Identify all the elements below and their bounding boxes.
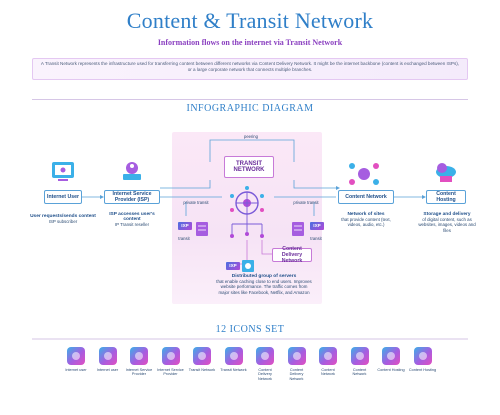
user-monitor-icon bbox=[52, 162, 74, 181]
icon-set-item: Content Network bbox=[314, 347, 342, 377]
network-hub-icon bbox=[230, 186, 264, 215]
right-server-icon bbox=[292, 222, 304, 236]
icon-set-item: Content Delivery Network bbox=[283, 347, 311, 381]
icon-set-item: Transit Network bbox=[220, 347, 248, 372]
icon-set-label: Internet user bbox=[96, 368, 119, 372]
content-hosting-node: Content Hosting bbox=[426, 190, 466, 204]
icons-section-title: 12 ICONS SET bbox=[215, 324, 285, 335]
icon-set-item: Internet user bbox=[62, 347, 90, 372]
private-transit-right-label: private transit bbox=[293, 200, 319, 205]
transit-left-label: transit bbox=[178, 236, 190, 241]
internet-user-caption-bold: User requests/sends content bbox=[30, 214, 96, 219]
icon-set-item: Internet Service Provider bbox=[157, 347, 185, 377]
page-title: Content & Transit Network bbox=[126, 8, 374, 33]
divider bbox=[32, 99, 468, 100]
private-transit-left-label: private transit bbox=[183, 200, 209, 205]
content-hosting-label: Content Hosting bbox=[436, 191, 456, 203]
network-icon bbox=[193, 347, 211, 365]
cdn-caption-text: that enable caching close to end users. … bbox=[216, 279, 312, 295]
globe-icon bbox=[224, 347, 243, 365]
icon-set-item: Content Delivery Network bbox=[251, 347, 279, 381]
cloud-icon bbox=[382, 347, 400, 365]
cdn-caption: Distributed group of servers that enable… bbox=[216, 274, 312, 295]
cdn-icon bbox=[256, 347, 274, 365]
content-network-caption-text: that provide content (text, videos, audi… bbox=[341, 217, 391, 228]
icon-set-item: Internet Service Provider bbox=[125, 347, 153, 377]
media-icon bbox=[350, 347, 369, 365]
icon-set-item: Transit Network bbox=[188, 347, 216, 372]
ixp-badge-left: IXP bbox=[178, 222, 192, 230]
content-hosting-caption: Storage and delivery of digital content,… bbox=[416, 212, 478, 233]
cdn-caption-bold: Distributed group of servers bbox=[231, 274, 297, 279]
hosting-icon bbox=[413, 347, 432, 365]
internet-user-label: Internet User bbox=[47, 194, 79, 200]
cdn-label: Content Delivery Network bbox=[281, 246, 303, 264]
icon-set-item: Content Hosting bbox=[377, 347, 405, 372]
icon-set-label: Internet user bbox=[65, 368, 87, 372]
isp-label: Internet Service Provider (ISP) bbox=[112, 191, 152, 203]
icon-set-label: Internet Service Provider bbox=[125, 368, 153, 377]
transit-network-node: TRANSIT NETWORK bbox=[224, 156, 274, 178]
icon-set-label: Internet Service Provider bbox=[157, 368, 184, 377]
ixp-badge-right: IXP bbox=[310, 222, 324, 230]
content-network-label: Content Network bbox=[345, 194, 387, 200]
icon-set-label: Transit Network bbox=[188, 368, 216, 372]
monitor-icon bbox=[67, 347, 85, 365]
page-subtitle: Information flows on the internet via Tr… bbox=[157, 38, 343, 47]
transit-network-label: TRANSIT NETWORK bbox=[233, 161, 265, 173]
content-icon bbox=[319, 347, 337, 365]
internet-user-node: Internet User bbox=[44, 190, 82, 204]
left-server-icon bbox=[196, 222, 208, 236]
diagram-section-title: INFOGRAPHIC DIAGRAM bbox=[186, 103, 314, 114]
icon-set-label: Content Network bbox=[352, 368, 367, 377]
icon-set-item: Content Network bbox=[346, 347, 374, 377]
upload-icon bbox=[98, 347, 117, 365]
ixp-badge-bottom: IXP bbox=[226, 262, 240, 270]
isp-caption-bold: ISP accesses user's content bbox=[109, 212, 155, 223]
content-network-caption: Network of sites that provide content (t… bbox=[334, 212, 398, 228]
router-icon bbox=[130, 347, 148, 365]
icon-set-label: Content Hosting bbox=[408, 368, 437, 372]
icon-set-label: Content Delivery Network bbox=[289, 368, 304, 381]
internet-user-caption: User requests/sends content ISP subscrib… bbox=[30, 214, 96, 224]
icon-set-label: Content Network bbox=[321, 368, 335, 377]
peering-label: peering bbox=[244, 134, 258, 139]
isp-node: Internet Service Provider (ISP) bbox=[104, 190, 160, 204]
isp-router-icon bbox=[123, 162, 141, 180]
bottom-server-icon bbox=[242, 260, 254, 272]
internet-user-caption-text: ISP subscriber bbox=[48, 219, 78, 225]
isp-caption: ISP accesses user's content IP Transit r… bbox=[100, 212, 164, 228]
icon-set-label: Transit Network bbox=[220, 368, 247, 372]
content-network-caption-bold: Network of sites bbox=[347, 212, 385, 217]
icon-set-label: Content Hosting bbox=[377, 368, 405, 372]
intro-panel bbox=[32, 58, 468, 80]
content-hosting-caption-text: of digital content, such as websites, im… bbox=[418, 217, 476, 233]
content-network-icon bbox=[349, 163, 379, 185]
intro-text: A Transit Network represents the infrast… bbox=[40, 61, 460, 72]
cdn-node: Content Delivery Network bbox=[272, 246, 312, 264]
content-network-node: Content Network bbox=[338, 190, 394, 204]
server-icon bbox=[161, 347, 180, 365]
icon-set-item: Internet user bbox=[94, 347, 122, 372]
content-hosting-caption-bold: Storage and delivery bbox=[423, 212, 471, 217]
cdn-globe-icon bbox=[287, 347, 306, 365]
transit-right-label: transit bbox=[310, 236, 322, 241]
icon-set-item: Content Hosting bbox=[409, 347, 437, 372]
icon-set: Internet user Internet user Internet Servi… bbox=[62, 347, 442, 387]
hosting-cloud-icon bbox=[436, 163, 456, 182]
isp-caption-text: IP Transit reseller bbox=[114, 222, 150, 228]
icon-set-label: Content Delivery Network bbox=[258, 368, 272, 381]
